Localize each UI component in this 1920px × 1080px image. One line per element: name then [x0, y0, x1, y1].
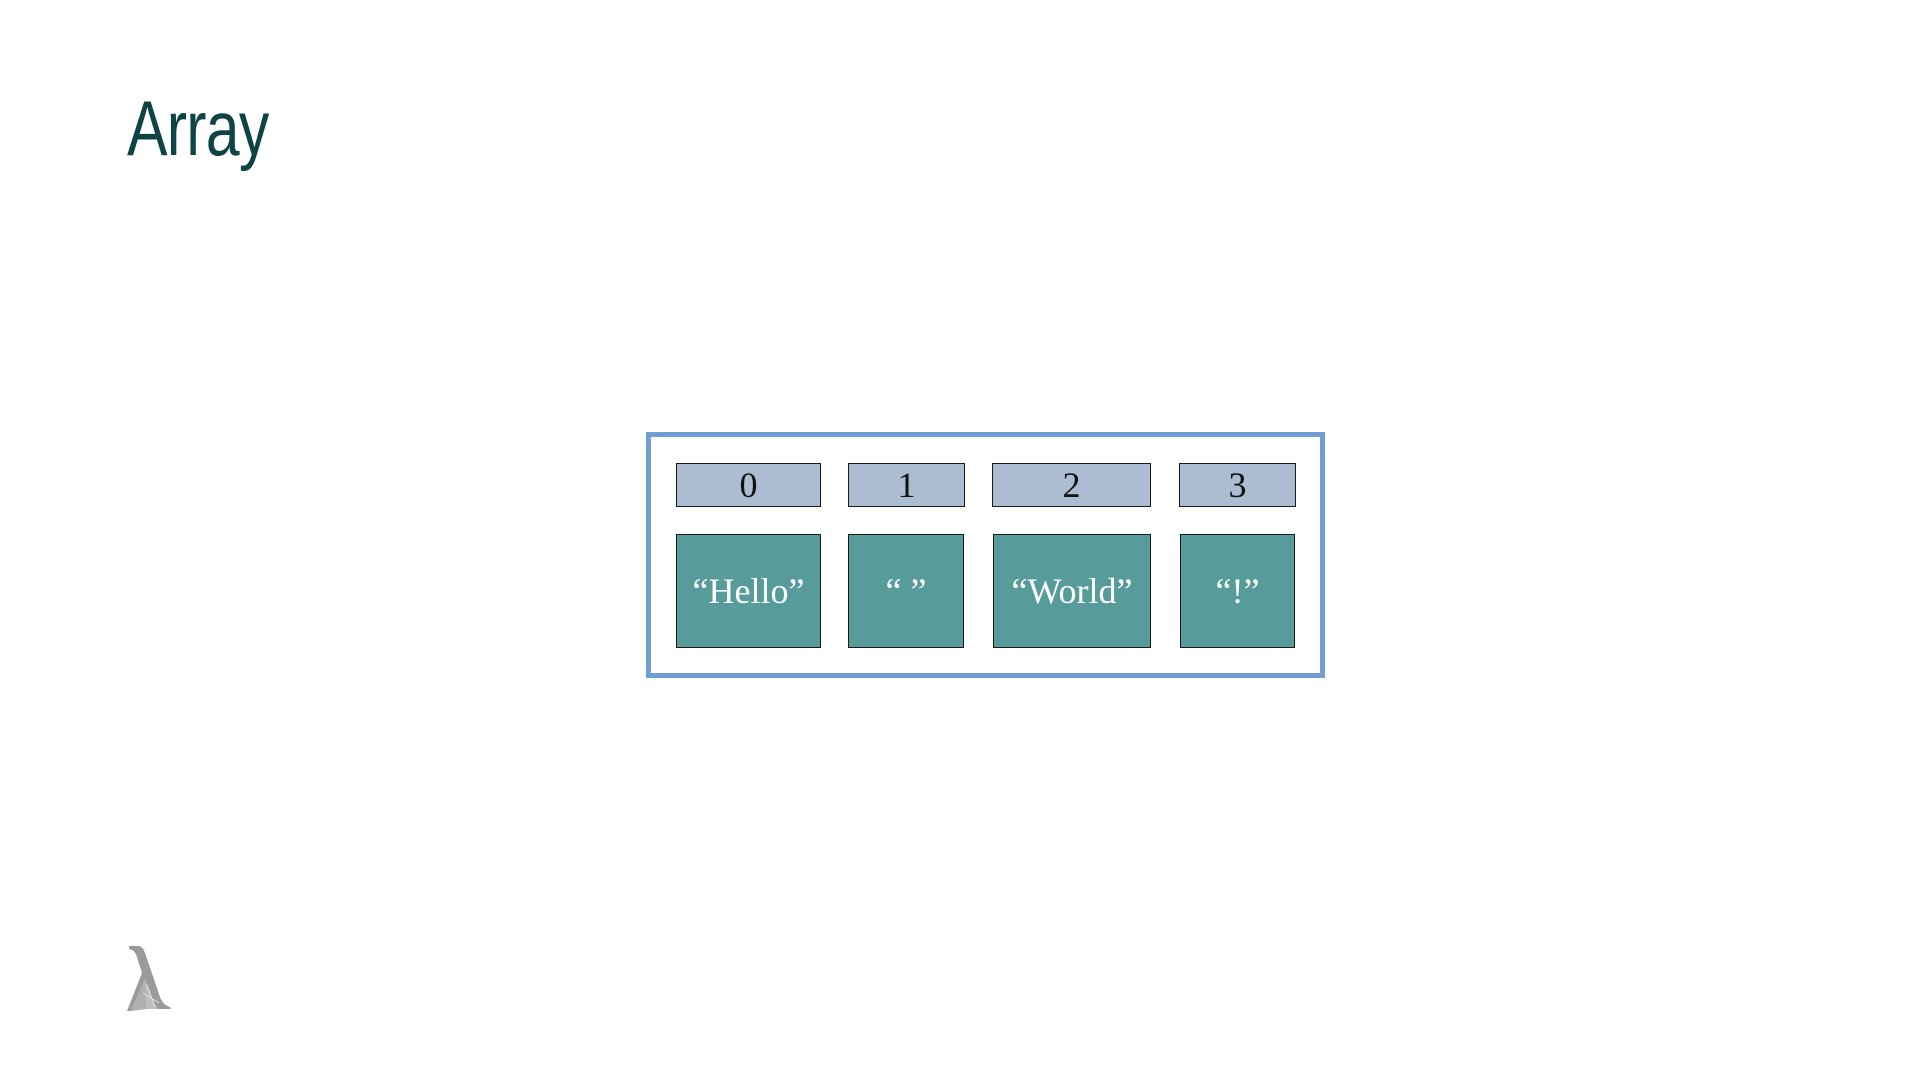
- lambda-logo-icon: [127, 946, 171, 1011]
- array-index-cell: 0: [676, 463, 821, 507]
- array-index-cell: 2: [992, 463, 1151, 507]
- array-value-cell: “!”: [1180, 534, 1295, 648]
- array-value-cell: “World”: [993, 534, 1151, 648]
- array-index-cell: 3: [1179, 463, 1296, 507]
- slide-title: Array: [127, 84, 269, 172]
- array-value-cell: “ ”: [848, 534, 964, 648]
- array-value-cell: “Hello”: [676, 534, 821, 648]
- array-index-cell: 1: [848, 463, 965, 507]
